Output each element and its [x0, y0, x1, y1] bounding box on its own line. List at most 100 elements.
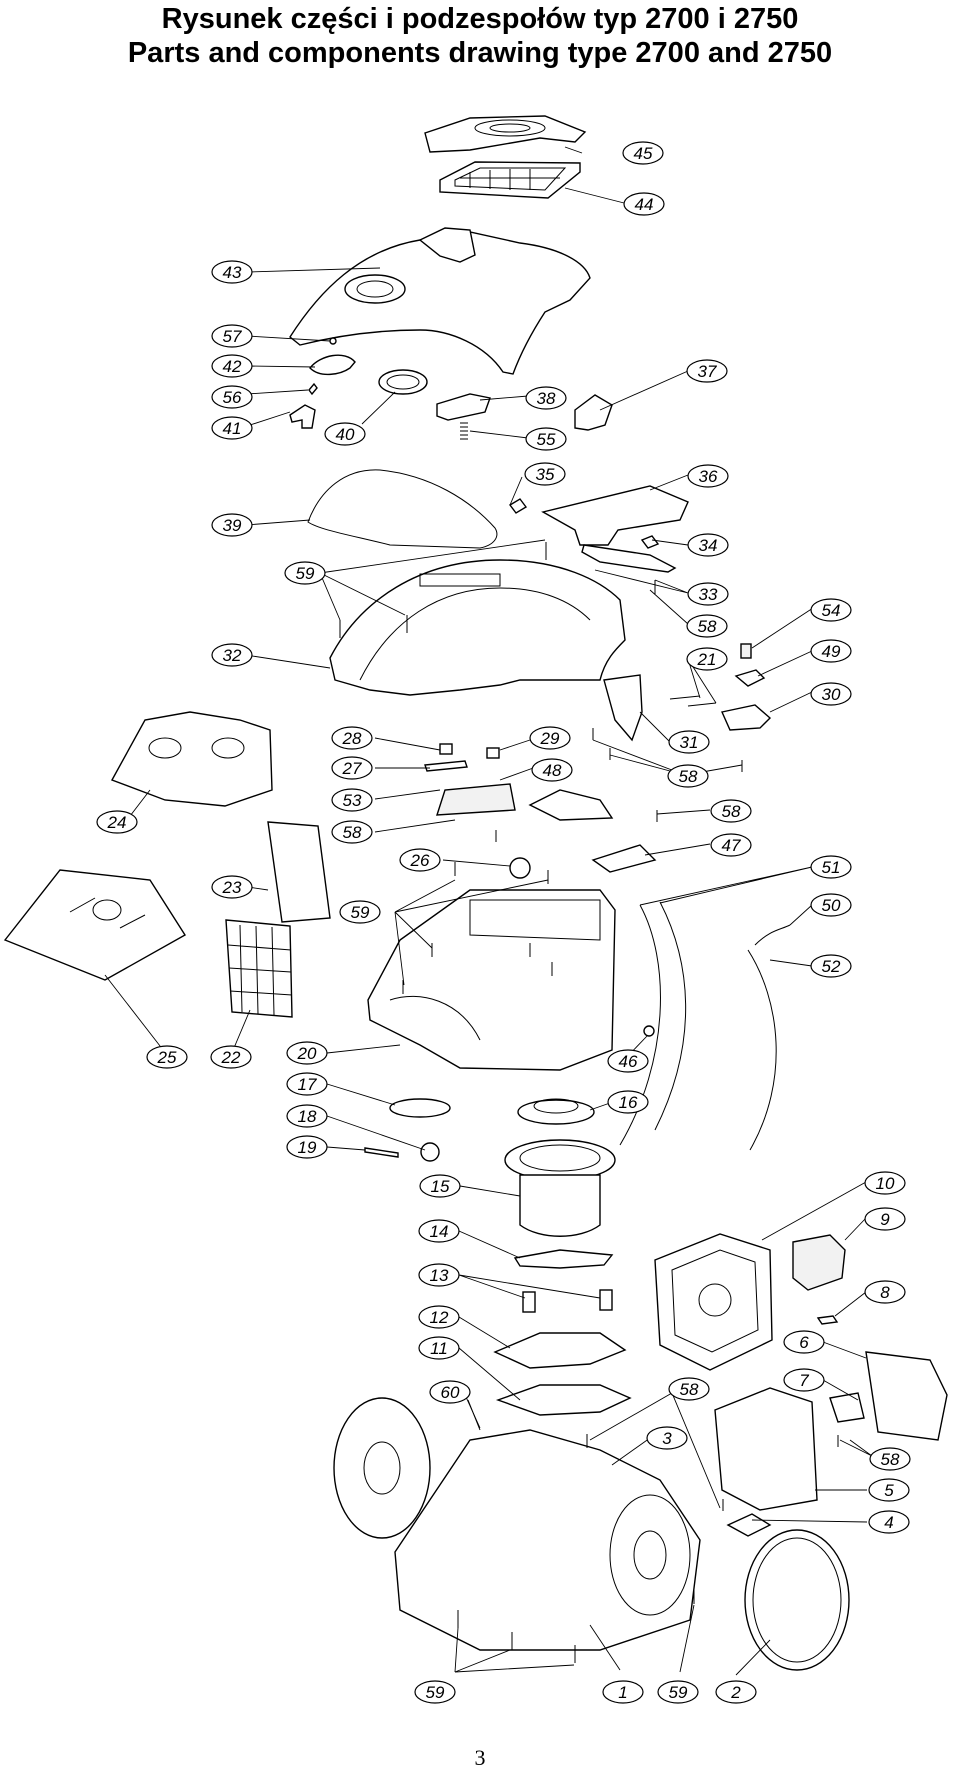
callout-58-lower-b-label: 58	[881, 1450, 900, 1469]
callout-56-label: 56	[223, 388, 242, 407]
callout-16-label: 16	[619, 1093, 638, 1112]
callout-21-label: 21	[697, 650, 717, 669]
callout-58-upper: 58	[686, 614, 728, 638]
callout-13: 13	[418, 1263, 460, 1287]
callout-59-lower-b: 59	[657, 1680, 699, 1704]
cable-51-drawing	[654, 901, 687, 1131]
part-8-drawing	[816, 1315, 839, 1325]
part-14-drawing	[513, 1249, 614, 1269]
callout-30: 30	[810, 682, 852, 706]
callout-15-label: 15	[431, 1177, 450, 1196]
callout-59-upper-label: 59	[296, 564, 315, 583]
part-16-drawing	[517, 1098, 595, 1125]
callout-27-label: 27	[342, 759, 362, 778]
callout-59-upper: 59	[284, 561, 326, 585]
part-28-drawing	[439, 743, 453, 755]
callout-41: 41	[211, 416, 253, 440]
callout-17: 17	[286, 1072, 328, 1096]
part-7-drawing	[829, 1392, 865, 1423]
callout-45-label: 45	[634, 144, 653, 163]
part-26-drawing	[509, 857, 531, 879]
title-english: Parts and components drawing type 2700 a…	[127, 37, 833, 69]
callout-24-label: 24	[107, 813, 127, 832]
part-22-grille-drawing	[225, 919, 293, 1018]
callout-52: 52	[810, 954, 852, 978]
part-38-button-drawing	[436, 393, 491, 421]
part-41-drawing	[289, 404, 316, 429]
callout-8-label: 8	[880, 1283, 890, 1302]
part-39-gasket-drawing	[307, 469, 498, 549]
callout-33-label: 33	[699, 585, 718, 604]
callout-29: 29	[529, 726, 571, 750]
callout-16: 16	[607, 1090, 649, 1114]
callout-59-mid: 59	[339, 900, 381, 924]
part-18-drawing	[420, 1142, 440, 1162]
callout-41-label: 41	[223, 419, 242, 438]
callout-52-label: 52	[822, 957, 841, 976]
callout-50: 50	[810, 893, 852, 917]
callout-60: 60	[429, 1380, 471, 1404]
wheel-left-drawing	[333, 1397, 431, 1539]
part-45-top-cover-drawing	[424, 115, 587, 153]
callout-22-label: 22	[221, 1048, 241, 1067]
callout-58-lower-a: 58	[668, 1377, 710, 1401]
part-15-motor-drawing	[504, 1139, 616, 1237]
callout-21: 21	[686, 647, 728, 671]
callout-38: 38	[525, 386, 567, 410]
callout-8: 8	[864, 1280, 906, 1304]
callout-54-label: 54	[822, 601, 841, 620]
callout-47: 47	[710, 833, 752, 857]
callout-54: 54	[810, 598, 852, 622]
callout-48-label: 48	[543, 761, 562, 780]
part-21-drawing	[669, 695, 717, 707]
part-11-gasket-drawing	[495, 1384, 632, 1416]
part-10-frame-drawing	[654, 1233, 773, 1371]
callout-39: 39	[211, 513, 253, 537]
callout-34: 34	[687, 533, 729, 557]
callout-59-mid-label: 59	[351, 903, 370, 922]
part-27-drawing	[424, 760, 468, 772]
callout-26-label: 26	[410, 851, 430, 870]
callout-42-label: 42	[223, 357, 242, 376]
callout-7-label: 7	[799, 1371, 809, 1390]
callout-5: 5	[868, 1478, 910, 1502]
page-number: 3	[474, 1745, 486, 1770]
callout-20-label: 20	[297, 1044, 317, 1063]
part-31-drawing	[603, 674, 643, 742]
callout-25-label: 25	[157, 1048, 177, 1067]
part-20-chassis-drawing	[367, 889, 616, 1071]
callout-40: 40	[324, 422, 366, 446]
callout-55-label: 55	[537, 430, 556, 449]
part-42-cover-drawing	[309, 354, 356, 376]
callout-25: 25	[146, 1045, 188, 1069]
callout-59-lower-a: 59	[414, 1680, 456, 1704]
callout-20: 20	[286, 1041, 328, 1065]
callout-58-mid-a-label: 58	[679, 767, 698, 786]
part-54-drawing	[740, 643, 752, 659]
callout-1: 1	[602, 1680, 644, 1704]
callout-12: 12	[418, 1305, 460, 1329]
callout-26: 26	[399, 848, 441, 872]
callout-40-label: 40	[336, 425, 355, 444]
callout-27: 27	[331, 756, 373, 780]
callout-35: 35	[524, 462, 566, 486]
part-47-drawing	[591, 844, 657, 873]
part-34-drawing	[640, 535, 660, 549]
callout-49: 49	[810, 639, 852, 663]
callout-7: 7	[783, 1368, 825, 1392]
part-56-drawing	[308, 382, 318, 396]
callout-53-label: 53	[343, 791, 362, 810]
part-40-seal-ring-drawing	[378, 369, 428, 395]
part-32-body-upper-drawing	[329, 559, 626, 696]
part-46-drawing	[643, 1025, 655, 1037]
callout-23: 23	[211, 875, 253, 899]
callout-24: 24	[96, 810, 138, 834]
part-19-drawing	[364, 1147, 399, 1158]
callout-56: 56	[211, 385, 253, 409]
callout-42: 42	[211, 354, 253, 378]
callout-44: 44	[623, 192, 665, 216]
callout-58-upper-label: 58	[698, 617, 717, 636]
callout-29-label: 29	[540, 729, 560, 748]
callout-58-lower-a-label: 58	[680, 1380, 699, 1399]
